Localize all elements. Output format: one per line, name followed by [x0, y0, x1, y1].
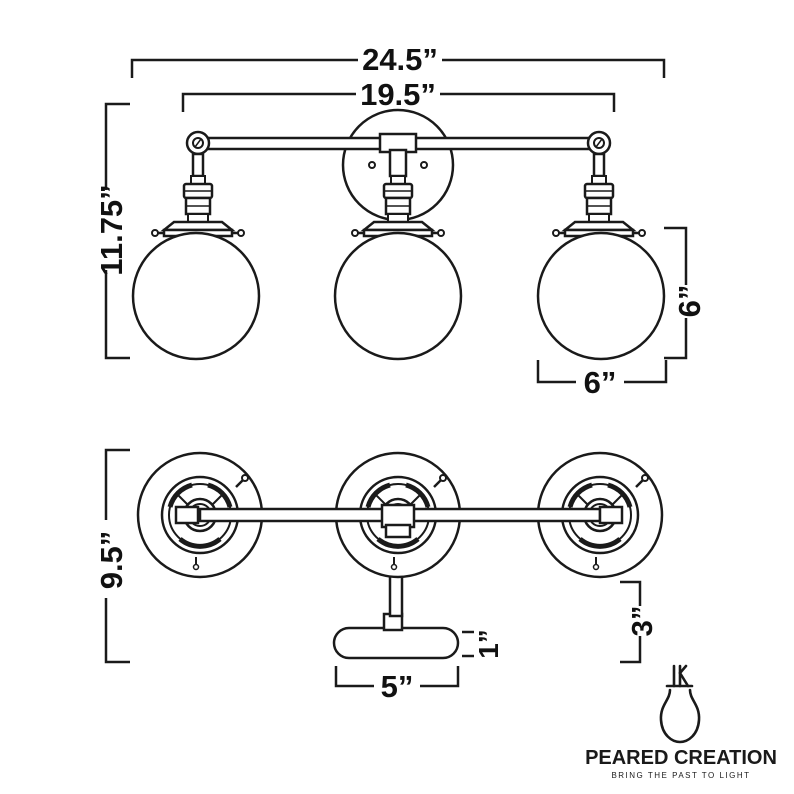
plate-diameter-label: 5” — [381, 669, 414, 704]
light-bulb-logo-icon — [659, 664, 701, 744]
plate-thickness-label: 1” — [473, 629, 504, 659]
right-socket — [551, 174, 647, 238]
dimension-lines — [104, 58, 688, 688]
left-socket — [150, 174, 246, 238]
brand-block: PEARED CREATION BRING THE PAST TO LIGHT — [585, 664, 777, 780]
overall-depth-label: 9.5” — [94, 531, 129, 590]
overall-height-label: 11.75” — [94, 184, 129, 275]
brand-name: PEARED CREATION — [585, 747, 777, 769]
top-view — [138, 453, 662, 660]
front-view — [131, 108, 666, 361]
top-wall-plate — [332, 626, 460, 660]
brand-tagline: BRING THE PAST TO LIGHT — [611, 771, 750, 780]
right-globe — [536, 231, 666, 361]
globe-width-label: 6” — [584, 365, 617, 400]
overall-width-label: 24.5” — [362, 42, 438, 77]
globe-height-label: 6” — [672, 285, 707, 318]
left-knuckle — [185, 130, 211, 178]
center-globe — [333, 231, 463, 361]
arm-width-label: 19.5” — [360, 77, 436, 112]
plate-depth-label: 3” — [627, 606, 659, 637]
left-globe — [131, 231, 261, 361]
right-knuckle — [586, 130, 612, 178]
